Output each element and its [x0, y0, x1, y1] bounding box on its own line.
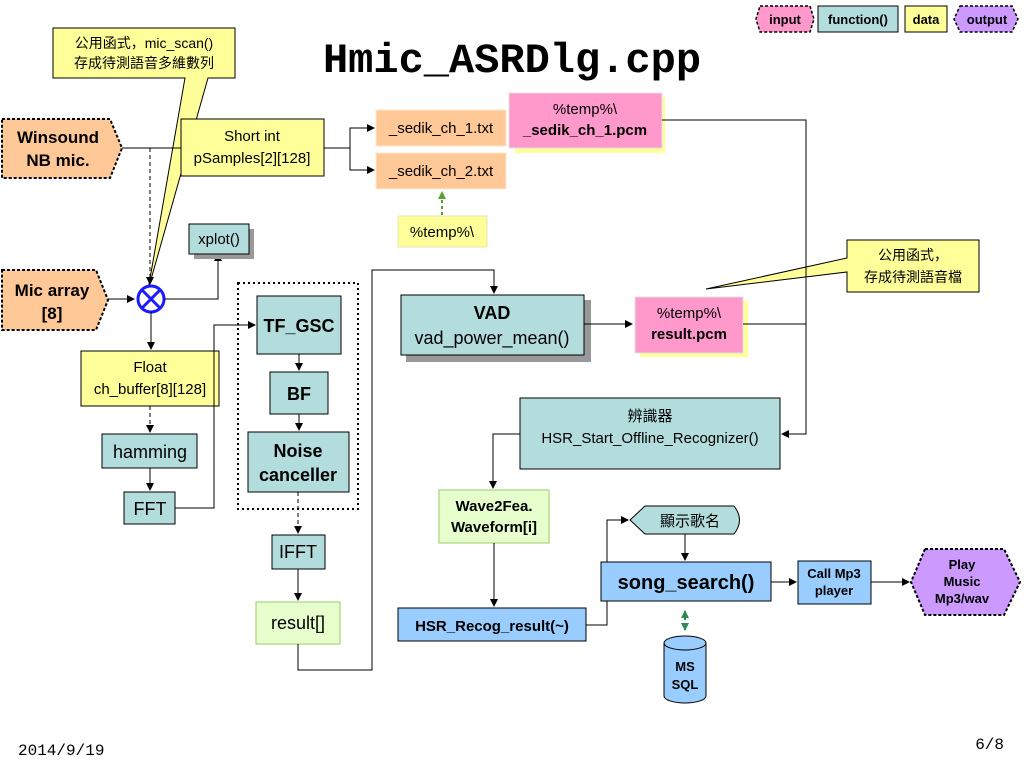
winsound-line2: NB mic. — [26, 151, 89, 170]
wave2fea-line2: Waveform[i] — [451, 519, 537, 536]
wave2fea-line1: Wave2Fea. — [456, 498, 533, 515]
file-sedik1-pcm: %temp%\ _sedik_ch_1.pcm — [508, 92, 665, 153]
result-pcm-line1: %temp%\ — [657, 305, 722, 322]
func-call-mp3: Call Mp3 player — [797, 560, 872, 605]
psamples-line1: Short int — [224, 128, 281, 145]
xplot-label: xplot() — [198, 231, 240, 248]
func-song-search: song_search() — [600, 561, 772, 602]
recog-result-label: HSR_Recog_result(~) — [415, 618, 569, 635]
func-fft: FFT — [123, 491, 176, 525]
func-tf-gsc: TF_GSC — [256, 295, 342, 355]
callout-save-file: 公用函式， 存成待測語音檔 — [705, 239, 980, 293]
vad-line1: VAD — [474, 303, 511, 323]
ch-buffer-line1: Float — [133, 359, 167, 376]
legend-input-label: input — [769, 12, 801, 27]
func-ifft: IFFT — [271, 534, 326, 570]
result-array: result[] — [255, 601, 341, 645]
mixer-icon — [136, 284, 166, 314]
sedik1-pcm-line1: %temp%\ — [553, 101, 618, 118]
edge-sedikpcm-recognizer — [662, 119, 807, 438]
noise-line1: Noise — [273, 441, 322, 461]
bf-label: BF — [287, 384, 311, 404]
sedik1-pcm-line2: _sedik_ch_1.pcm — [522, 122, 647, 139]
noise-line2: canceller — [259, 465, 337, 485]
recognizer-line1: 辨識器 — [627, 408, 672, 425]
file-result-pcm: %temp%\ result.pcm — [634, 296, 748, 357]
play-line3: Mp3/wav — [935, 591, 990, 606]
edge-recognizer-wave2fea — [489, 433, 520, 489]
db-line1: MS — [675, 659, 695, 674]
recognizer-line2: HSR_Start_Offline_Recognizer() — [541, 430, 758, 447]
legend-input-shape — [755, 5, 815, 33]
sedik2-txt-label: _sedik_ch_2.txt — [388, 163, 494, 180]
edge-result-vad — [297, 269, 498, 671]
output-play-music: Play Music Mp3/wav — [909, 548, 1022, 616]
func-noise-canceller: Noise canceller — [247, 431, 350, 493]
legend-output-label: output — [967, 12, 1008, 27]
wave2fea: Wave2Fea. Waveform[i] — [438, 489, 550, 544]
func-vad: VAD vad_power_mean() — [400, 294, 591, 362]
func-bf: BF — [269, 371, 329, 415]
mic-array-line2: [8] — [42, 304, 63, 323]
legend-data-shape — [904, 5, 948, 33]
edge-fft-tfgsc — [175, 321, 256, 509]
callout-save-line2: 存成待測語音檔 — [864, 269, 962, 285]
callout-mic-scan: 公用函式，mic_scan() 存成待測語音多維數列 — [52, 27, 236, 291]
db-line2: SQL — [672, 677, 699, 692]
edge-psamples-sedik2 — [324, 147, 375, 174]
input-winsound: Winsound NB mic. — [1, 118, 124, 179]
result-array-label: result[] — [271, 613, 325, 633]
legend-function-shape — [817, 5, 899, 33]
ifft-label: IFFT — [279, 542, 317, 562]
result-pcm-line2: result.pcm — [651, 326, 727, 343]
input-mic-array: Mic array [8] — [1, 269, 110, 331]
play-line1: Play — [949, 557, 977, 572]
file-sedik1-txt: _sedik_ch_1.txt — [375, 109, 507, 147]
footer-page: 6/8 — [975, 736, 1004, 754]
ch-buffer-line2: ch_buffer[8][128] — [94, 381, 206, 398]
winsound-line1: Winsound — [17, 128, 99, 147]
psamples-line2: pSamples[2][128] — [194, 150, 311, 167]
file-sedik2-txt: _sedik_ch_2.txt — [375, 152, 507, 190]
vad-line2: vad_power_mean() — [414, 328, 569, 349]
callout-mic-scan-line1: 公用函式，mic_scan() — [75, 35, 213, 51]
edge-psamples-sedik1 — [324, 124, 375, 149]
legend: input function() data output — [755, 5, 1019, 33]
tf-gsc-label: TF_GSC — [263, 316, 334, 336]
callout-mic-scan-line2: 存成待測語音多維數列 — [74, 55, 214, 71]
data-psamples: Short int pSamples[2][128] — [180, 118, 325, 177]
func-recognizer: 辨識器 HSR_Start_Offline_Recognizer() — [519, 397, 781, 470]
display-song-label: 顯示歌名 — [660, 513, 720, 530]
data-ch-buffer: Float ch_buffer[8][128] — [80, 350, 220, 407]
display-song-name: 顯示歌名 — [629, 505, 740, 535]
func-xplot: xplot() — [188, 223, 254, 259]
hamming-label: hamming — [113, 442, 187, 462]
edge-mixer-xplot — [164, 253, 222, 300]
call-mp3-line1: Call Mp3 — [807, 566, 860, 581]
play-line2: Music — [944, 574, 981, 589]
mic-array-line1: Mic array — [15, 281, 90, 300]
fft-label: FFT — [134, 499, 167, 519]
func-recog-result: HSR_Recog_result(~) — [397, 607, 587, 642]
legend-output-shape — [953, 5, 1019, 33]
callout-save-line1: 公用函式， — [878, 247, 948, 263]
call-mp3-line2: player — [815, 583, 853, 598]
page-title: Hmic_ASRDlg.cpp — [323, 37, 701, 85]
database-icon: MS SQL — [663, 635, 707, 704]
temp-small-label: %temp%\ — [410, 224, 475, 241]
sedik1-txt-label: _sedik_ch_1.txt — [388, 120, 494, 137]
song-search-label: song_search() — [618, 572, 755, 594]
footer-date: 2014/9/19 — [18, 742, 104, 760]
legend-data-label: data — [913, 12, 941, 27]
legend-function-label: function() — [828, 12, 888, 27]
data-temp-small: %temp%\ — [397, 215, 488, 248]
func-hamming: hamming — [101, 433, 198, 469]
